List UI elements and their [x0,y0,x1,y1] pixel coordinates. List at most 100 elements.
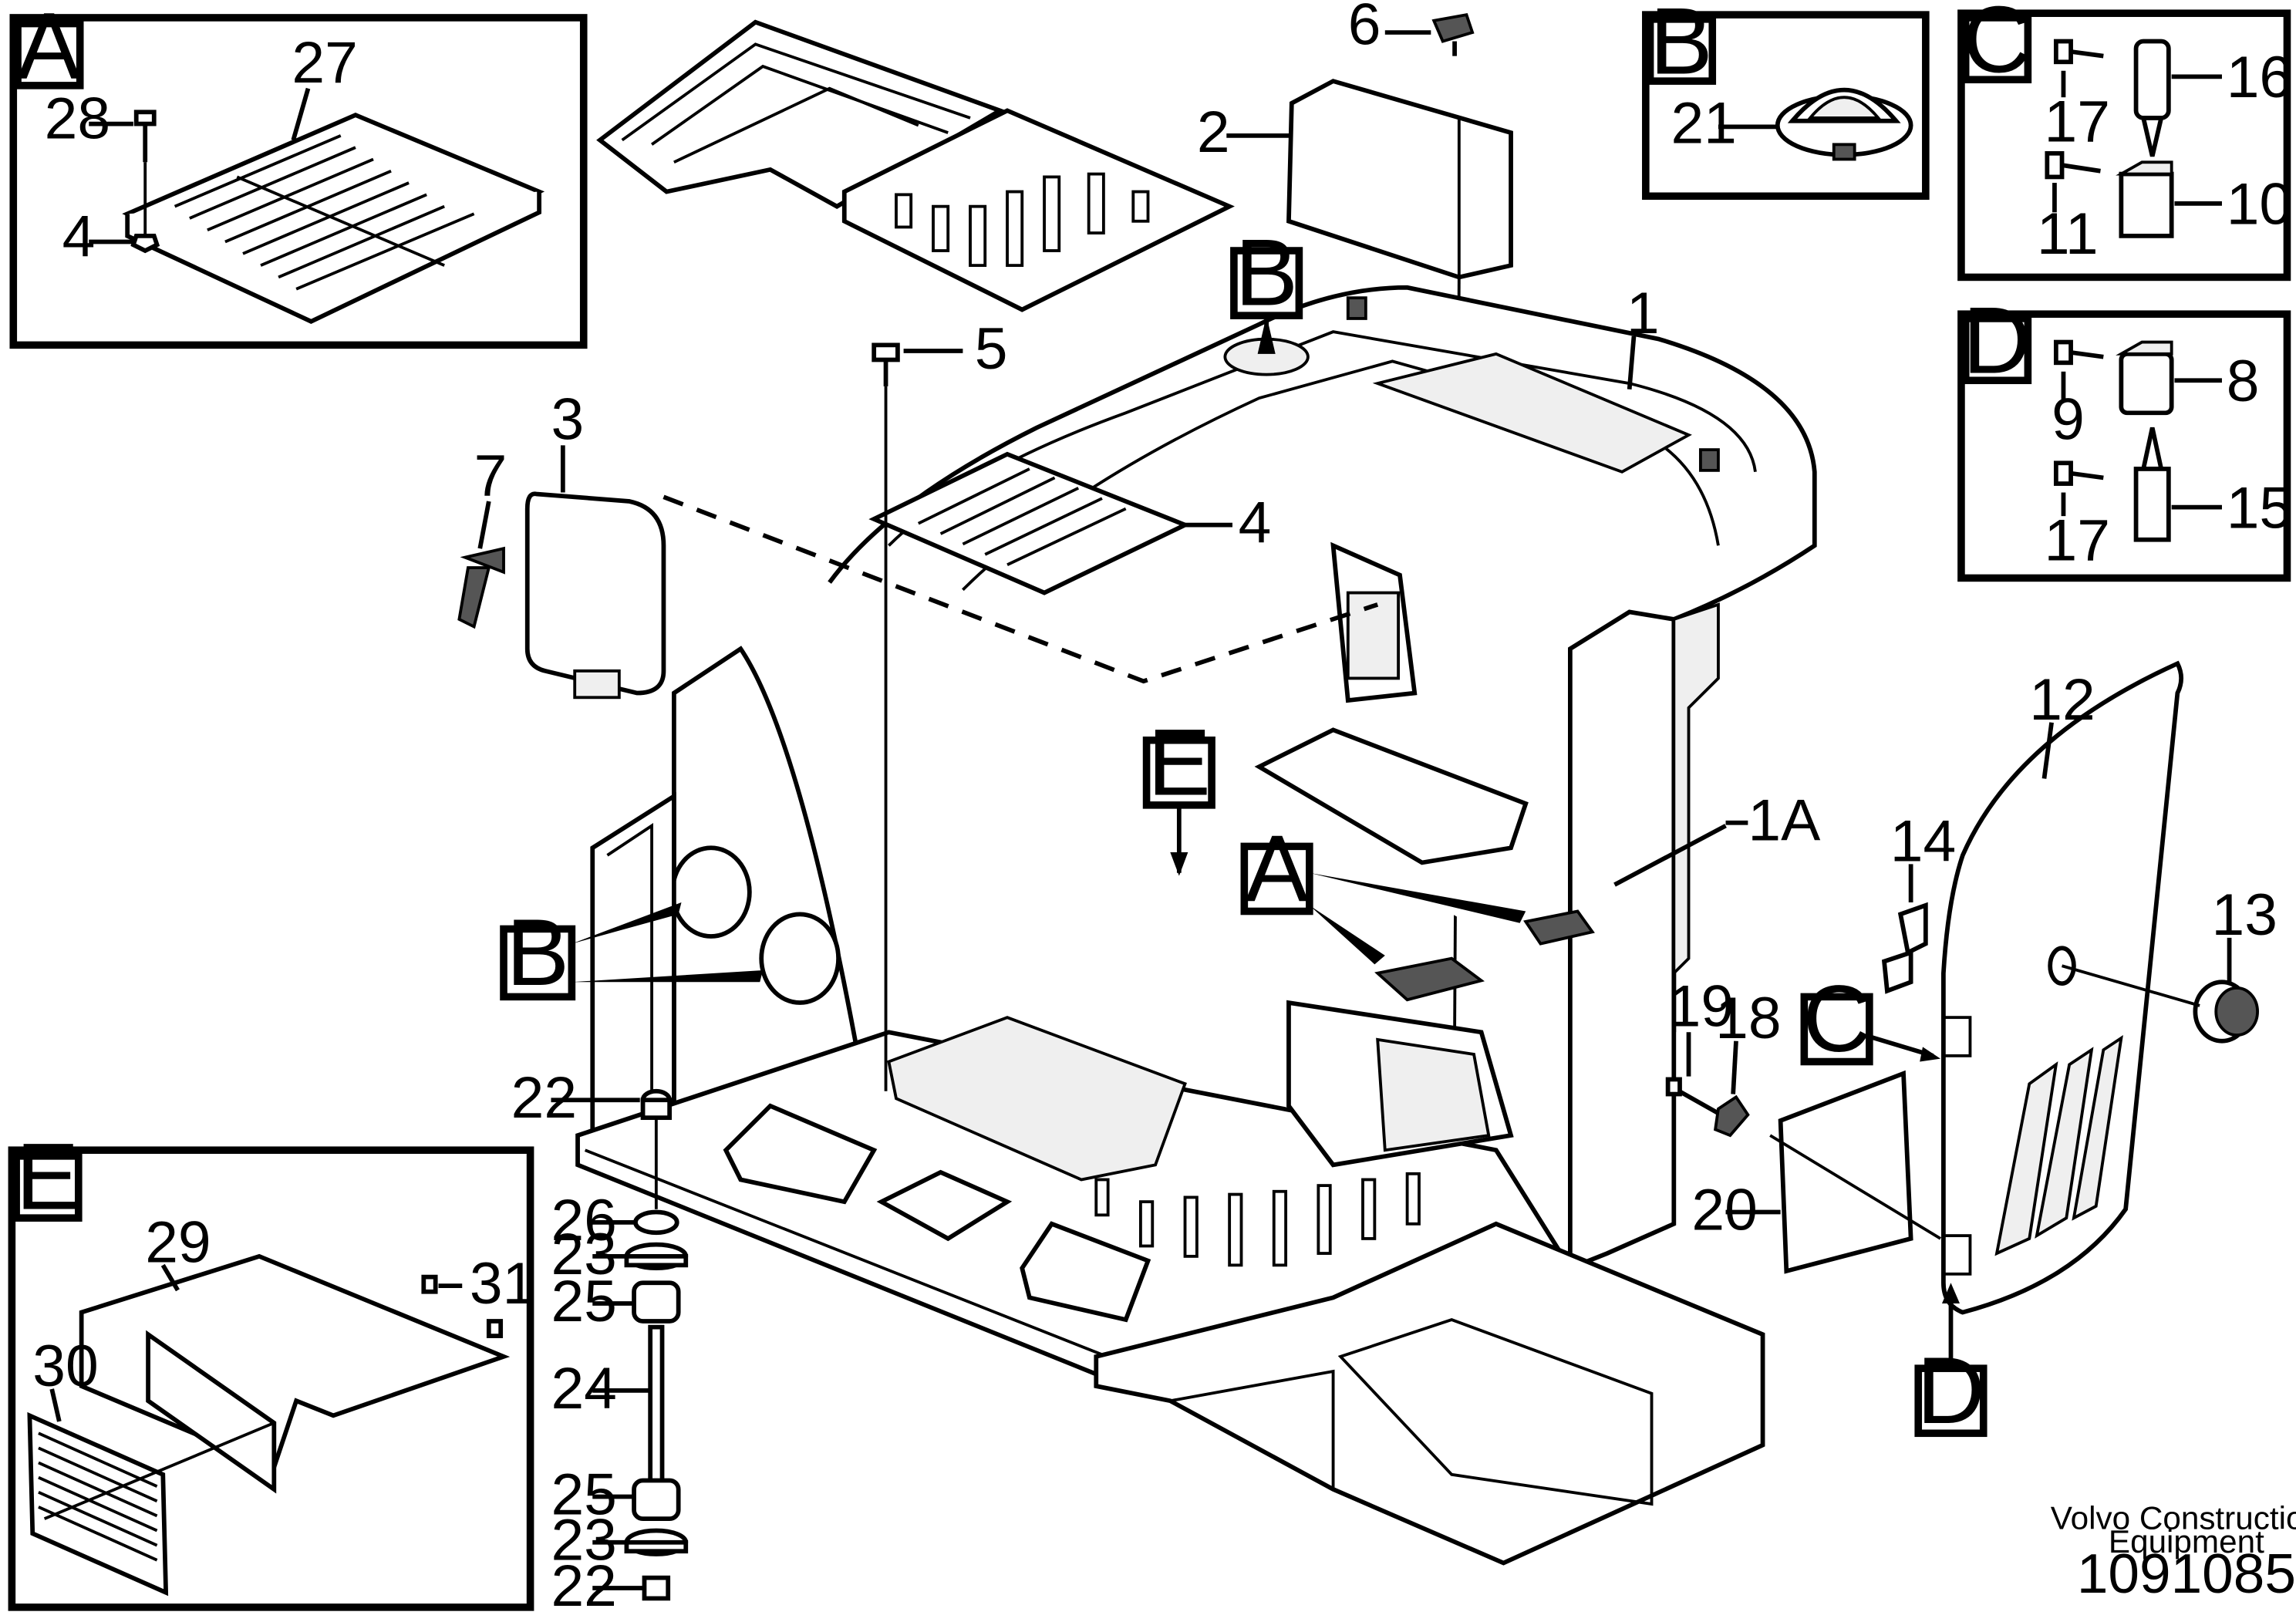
callout-14: 14 [1890,809,1956,875]
callout-22-bottom: 22 [551,1553,616,1619]
mount-stack [624,1088,689,1601]
detail-e-frame [8,1146,534,1611]
plate-20 [1778,1070,1913,1274]
bolt-5 [872,342,900,386]
callout-5: 5 [975,316,1008,382]
callout-29: 29 [145,1210,211,1276]
leader-29 [160,1263,180,1292]
floor-mats [596,19,1235,312]
mount-leaders [551,1098,651,1590]
grille-30 [27,1411,169,1597]
grommet-13 [2193,980,2259,1044]
nut-4-inset [130,234,160,254]
credit-line-2: Equipment [2109,1523,2264,1560]
callout-1: 1 [1627,281,1660,346]
side-c-tag [1800,993,1873,1066]
knob-18 [1713,1094,1750,1138]
callout-7: 7 [474,443,507,509]
callout-12: 12 [2029,667,2095,733]
guide-line-20 [1769,1134,1942,1240]
screw-17-c [2053,39,2104,65]
bushing-25-bottom [632,1478,681,1522]
callout-17-c: 17 [2044,89,2109,155]
screw-19 [1665,1077,1720,1115]
detail-c-label: C [1963,0,2031,93]
detail-c-inset: C 17 16 11 10 [1957,0,2292,282]
hinge-pin-15 [2133,427,2171,542]
main-a-label: A [1246,815,1309,921]
guide-line-13 [2062,964,2200,1007]
bolt-24 [648,1324,665,1495]
callout-10: 10 [2227,172,2292,238]
callout-1a: 1A [1748,788,1820,854]
callout-28: 28 [45,86,110,152]
callout-27: 27 [292,30,357,96]
callout-26: 26 [551,1188,616,1253]
screw-28 [133,110,157,163]
detail-c-frame [1957,9,2291,282]
under-tank [1094,1221,1765,1566]
detail-e-label: E [15,1124,79,1229]
leader-27 [291,87,311,141]
callout-15: 15 [2227,476,2292,541]
screw-31 [421,1274,504,1338]
callout-25-bottom: 25 [551,1462,616,1528]
callout-25-top: 25 [551,1269,616,1334]
detail-a-label: A [17,0,80,98]
detail-a-inset: A 28 4 27 [9,0,588,349]
callout-11: 11 [2037,201,2099,267]
washer-26 [633,1209,679,1236]
detail-e-inset: E 31 29 30 [8,1124,535,1611]
knob-6 [1431,12,1475,56]
cover-2 [1286,79,1513,280]
left-b-tag [500,925,576,1001]
callout-17-d: 17 [2044,508,2109,574]
detail-d-frame [1957,310,2291,582]
callout-18: 18 [1715,986,1781,1051]
leader-30 [49,1388,62,1422]
nut-22-bottom [642,1575,671,1601]
callout-3: 3 [551,387,584,453]
leader-1 [1627,336,1637,389]
callout-22-top: 22 [511,1065,577,1131]
leader-7 [477,501,491,549]
callout-9: 9 [2052,387,2085,453]
main-a-tag [1240,842,1313,916]
callout-13: 13 [2212,882,2277,948]
handle-7 [457,546,505,629]
main-e-label: E [1148,710,1211,815]
callout-6: 6 [1348,0,1381,57]
callout-23-bottom: 23 [551,1508,616,1573]
bushing-25-top [632,1280,681,1324]
vent-21 [1775,87,1913,161]
latch-14 [1881,902,1928,994]
screw-9 [2053,339,2104,366]
callout-31: 31 [470,1251,535,1317]
leader-18 [1731,1040,1738,1094]
callout-4-main: 4 [1239,491,1272,556]
guide-line-hatch [663,494,1379,684]
detail-d-tag [1961,315,2032,385]
callout-19: 19 [1668,974,1734,1040]
callout-30: 30 [32,1334,98,1399]
hinge-block-8 [2116,340,2174,416]
callout-20: 20 [1691,1178,1757,1243]
nut-22-top-body [640,1098,673,1121]
screw-17-d [2053,460,2104,486]
screw-11 [2045,150,2101,180]
hinge-pin-16 [2133,39,2171,157]
callout-16: 16 [2227,45,2292,110]
detail-e-tag [12,1152,83,1222]
document-number: 1091085 [2077,1543,2296,1605]
credit-line-1: Volvo Construction [2051,1500,2296,1536]
grating-27 [122,113,545,324]
leader-12 [2041,722,2054,779]
detail-a-tag [14,19,84,89]
hinge-block-10 [2116,160,2174,238]
guide-line-30 [43,1421,275,1520]
side-panel-12 [1941,660,2184,1315]
callout-8: 8 [2227,349,2260,414]
detail-b-frame [1642,11,1930,201]
detail-a-frame [9,14,588,349]
